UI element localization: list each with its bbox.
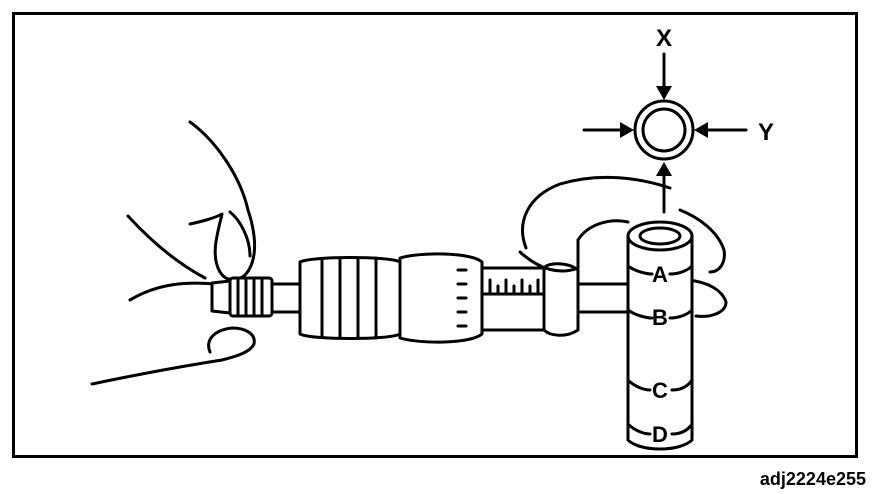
piston-pin [626, 220, 694, 451]
arrowhead-x [656, 86, 672, 100]
cross-section-diagram [582, 52, 748, 214]
arrowhead-right [694, 122, 708, 138]
arrowhead-left [620, 122, 634, 138]
thimble [298, 252, 484, 344]
label-b: B [652, 305, 668, 330]
label-c: C [652, 378, 668, 403]
outer-diameter-circle [633, 99, 695, 161]
label-a: A [652, 262, 668, 287]
sleeve-scale [480, 266, 546, 332]
ratchet-knob [210, 276, 302, 318]
inner-diameter-circle [641, 107, 687, 153]
reference-code: adj2224e255 [759, 469, 866, 489]
label-d: D [652, 422, 668, 447]
label-y: Y [758, 119, 774, 146]
micrometer-frame [518, 175, 728, 337]
label-x: X [656, 25, 672, 52]
upper-finger [126, 120, 257, 282]
lower-finger [90, 281, 256, 386]
arrowhead-up [656, 162, 672, 176]
